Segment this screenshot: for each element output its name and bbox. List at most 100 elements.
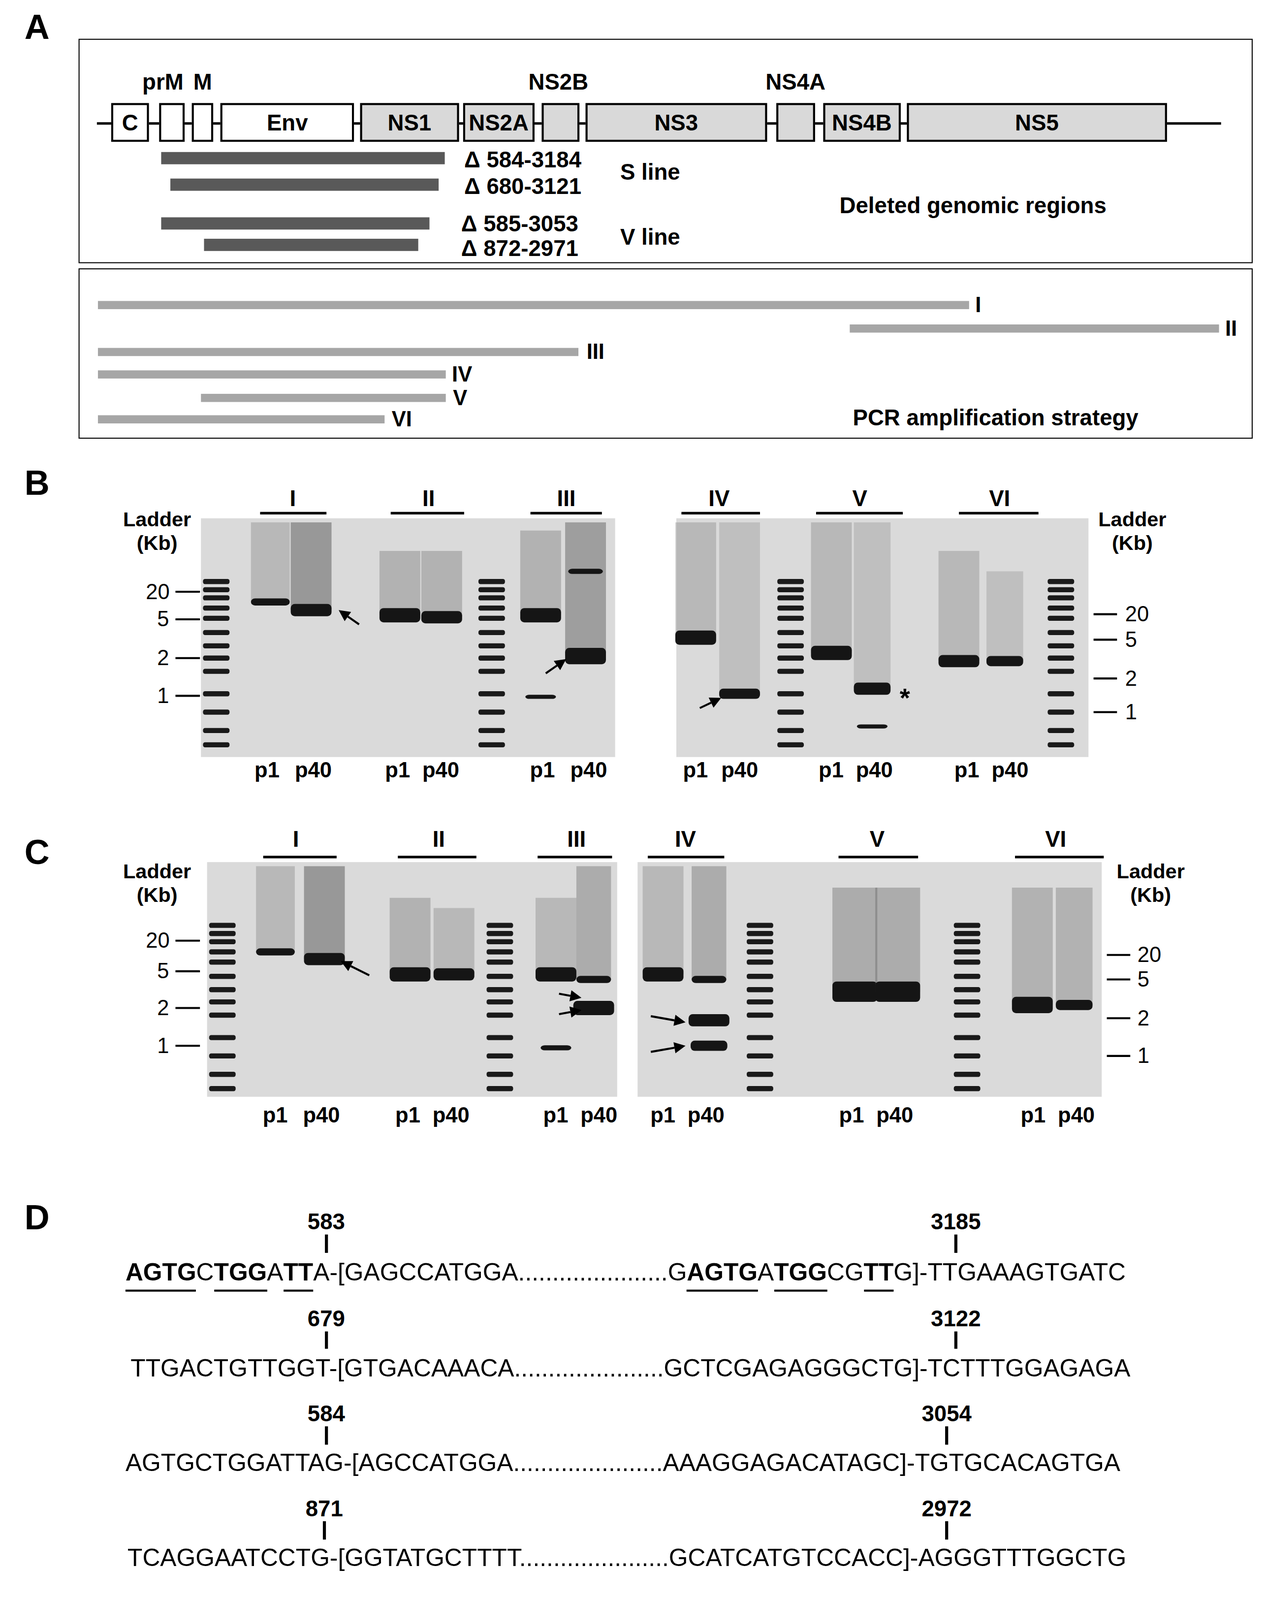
passage-label: p1 — [954, 758, 980, 783]
size-tick — [175, 590, 200, 593]
size-label: 20 — [1137, 942, 1162, 968]
size-tick — [175, 939, 200, 942]
pcr-product-label: V — [452, 385, 468, 411]
ladder-band — [486, 1053, 514, 1059]
gene-box: NS4B — [823, 102, 901, 142]
position-number: 584 — [307, 1399, 346, 1426]
lane-group-bar — [681, 511, 761, 515]
line-label: S line — [620, 158, 681, 185]
sequence-text: AGTGCTGGATTAG-[AGCCATGGA — [125, 1448, 514, 1477]
gel-smear — [1012, 887, 1053, 1005]
gene-box: NS3 — [585, 102, 768, 142]
arrow-shaft — [559, 993, 571, 996]
sequence-text: ...................... — [512, 1448, 663, 1477]
ladder-band — [202, 587, 230, 593]
position-tick — [954, 1234, 958, 1253]
gel-image — [676, 518, 1089, 758]
sequence-text: A-[GAGCCATGGA — [313, 1257, 518, 1286]
ladder-band — [202, 709, 230, 715]
ladder-band — [777, 578, 804, 584]
size-tick — [1093, 677, 1118, 680]
sequence-text: A — [266, 1257, 284, 1286]
arrow-shaft — [545, 665, 558, 674]
deletion-bar — [160, 152, 445, 165]
size-tick — [175, 618, 200, 621]
gel-smear — [565, 522, 606, 656]
ladder-band — [777, 728, 804, 733]
deletion-bar — [170, 178, 439, 191]
panel-letter: D — [24, 1197, 50, 1237]
gene-label: NS2A — [468, 109, 529, 136]
gel-band — [433, 968, 475, 981]
size-tick — [175, 1006, 200, 1009]
gel-smear — [875, 887, 920, 992]
gel-band — [389, 967, 431, 982]
panel-letter: B — [24, 462, 50, 503]
lane-group-label: IV — [674, 825, 697, 852]
ladder-band — [777, 709, 804, 715]
passage-label: p40 — [991, 758, 1029, 783]
deletion-bar — [203, 238, 418, 252]
lane-group-label: II — [422, 484, 435, 511]
sequence-row: TTGACTGTTGGT-[GTGACAAACA................… — [130, 1353, 1131, 1382]
lane-group-bar — [958, 511, 1039, 515]
ladder-band — [209, 930, 236, 936]
ladder-band — [953, 922, 981, 928]
gel-band — [875, 981, 920, 1002]
gene-box: NS1 — [360, 102, 460, 142]
ladder-band — [953, 930, 981, 936]
arrow-shaft — [699, 702, 712, 708]
lane-group-bar — [1014, 855, 1104, 858]
gel-smear — [938, 550, 980, 662]
ladder-band — [1047, 655, 1075, 661]
gel-band — [379, 607, 421, 623]
lane-group-bar — [838, 855, 919, 858]
ladder-band — [1047, 742, 1075, 748]
ladder-band — [1047, 605, 1075, 611]
size-label: 5 — [157, 606, 169, 632]
ladder-band — [1047, 630, 1075, 635]
ladder-band — [953, 973, 981, 979]
lane-group-bar — [259, 511, 327, 515]
gel-smear — [251, 522, 290, 603]
ladder-band — [746, 999, 774, 1005]
line-label: V line — [620, 223, 681, 250]
ladder-band — [746, 939, 774, 945]
ladder-band — [202, 728, 230, 733]
ladder-band — [777, 615, 804, 621]
lane-group-bar — [390, 511, 465, 515]
gel-band — [573, 1000, 615, 1015]
passage-label: p40 — [580, 1102, 618, 1128]
ladder-band — [746, 1012, 774, 1018]
gel-band — [520, 607, 562, 623]
gel-smear — [520, 530, 562, 616]
panel-frame: PCR amplification strategy — [78, 268, 1253, 439]
ladder-band — [1047, 615, 1075, 621]
pcr-bar — [97, 370, 446, 379]
ladder-band — [486, 986, 514, 992]
gel-band — [421, 610, 463, 624]
size-label: 20 — [145, 928, 170, 953]
ladder-band — [478, 630, 506, 635]
passage-label: p40 — [422, 758, 460, 783]
size-tick — [1107, 1016, 1131, 1019]
gene-label: prM — [142, 69, 184, 96]
sequence-row: AGTGCTGGATTA-[GAGCCATGGA................… — [125, 1257, 1126, 1286]
size-label: 1 — [1125, 699, 1138, 725]
lane-group-bar — [647, 855, 725, 858]
ladder-band — [209, 1071, 236, 1077]
pcr-bar — [97, 414, 385, 424]
passage-label: p1 — [395, 1102, 421, 1128]
ladder-band — [777, 595, 804, 601]
ladder-band — [746, 1034, 774, 1040]
ladder-band — [486, 973, 514, 979]
sequence-text: AAAGGAGACATAGC]-TGTGCACAGTGA — [662, 1448, 1120, 1477]
arrow-shaft — [559, 1012, 571, 1015]
gel-smear — [433, 907, 475, 975]
ladder-band — [202, 742, 230, 748]
gene-box: M — [191, 102, 214, 142]
ladder-band — [746, 986, 774, 992]
passage-label: p40 — [1057, 1102, 1095, 1128]
gel-band — [719, 688, 761, 699]
pcr-bar — [849, 324, 1219, 333]
